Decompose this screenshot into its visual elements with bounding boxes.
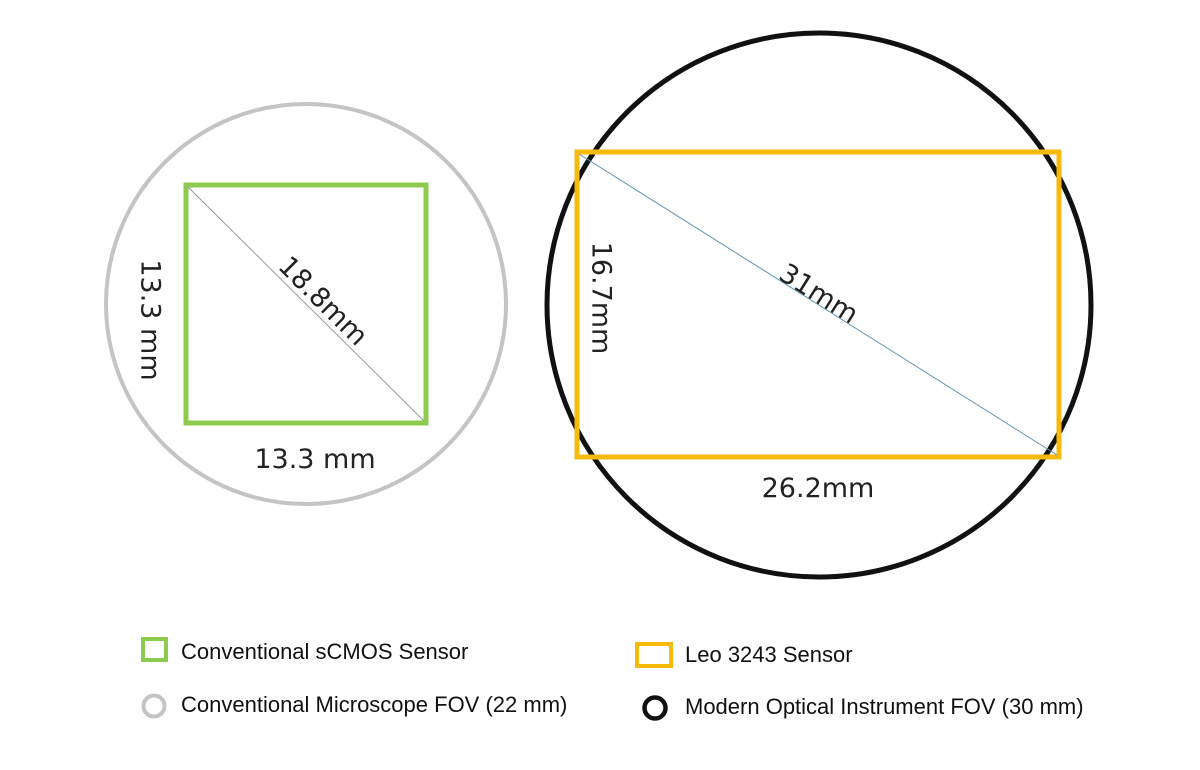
legend-item-leo-sensor: Leo 3243 Sensor: [635, 642, 853, 668]
leo-sensor-rectangle: [574, 149, 1062, 460]
legend-label-modern-fov: Modern Optical Instrument FOV (30 mm): [685, 694, 1084, 719]
legend-label-leo-sensor: Leo 3243 Sensor: [685, 642, 853, 667]
leo-diagonal-label: 31mm: [773, 258, 863, 331]
modern-fov-circle: [544, 30, 1094, 580]
yellow-rectangle-swatch: [635, 642, 673, 668]
conventional-fov-circle: [104, 102, 508, 506]
legend-label-conventional-fov: Conventional Microscope FOV (22 mm): [181, 692, 567, 717]
right-figure: 31mm 16.7mm 26.2mm: [544, 30, 1094, 580]
leo-height-label: 16.7mm: [586, 242, 617, 355]
conventional-height-label: 13.3 mm: [135, 259, 166, 380]
conventional-sensor-square: [183, 182, 429, 426]
legend-item-conventional-fov: Conventional Microscope FOV (22 mm): [141, 692, 567, 719]
legend: Conventional sCMOS Sensor Conventional M…: [141, 637, 1084, 721]
conventional-width-label: 13.3 mm: [254, 444, 375, 475]
gray-circle-swatch: [141, 693, 167, 719]
conventional-diagonal-label: 18.8mm: [272, 250, 374, 352]
conventional-sensor-diagonal: [187, 186, 425, 422]
black-circle-swatch: [642, 695, 668, 721]
legend-label-conventional-sensor: Conventional sCMOS Sensor: [181, 639, 468, 664]
leo-sensor-diagonal: [578, 153, 1058, 456]
legend-item-modern-fov: Modern Optical Instrument FOV (30 mm): [642, 694, 1084, 721]
legend-item-conventional-sensor: Conventional sCMOS Sensor: [141, 637, 468, 664]
green-square-swatch: [141, 637, 168, 662]
leo-width-label: 26.2mm: [762, 473, 875, 504]
left-figure: 18.8mm 13.3 mm 13.3 mm: [104, 102, 508, 506]
